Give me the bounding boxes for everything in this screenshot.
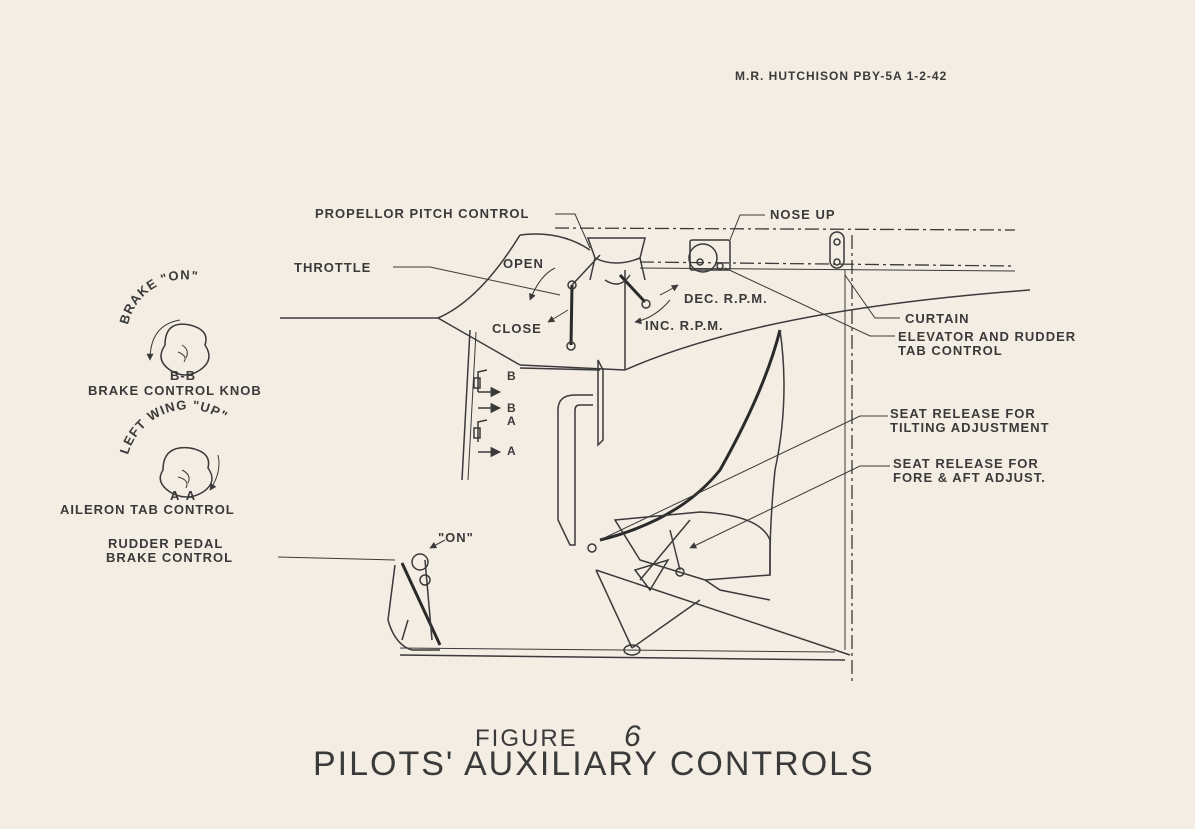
throttle-quadrant xyxy=(529,237,679,351)
inc-rpm-label: INC. R.P.M. xyxy=(645,318,724,333)
aileron-tab-knob xyxy=(159,446,220,498)
seat-fore-aft-label-line2: FORE & AFT ADJUST. xyxy=(893,470,1046,485)
leader-lines xyxy=(277,213,900,561)
tab-control-box xyxy=(688,239,731,273)
section-b-upper-label: B xyxy=(507,369,517,383)
brake-control-knob xyxy=(146,319,210,376)
figure-title: PILOTS' AUXILIARY CONTROLS xyxy=(313,745,875,783)
rudder-pedal-brake xyxy=(387,553,442,651)
section-b-lower-label: B xyxy=(507,401,517,415)
on-label: "ON" xyxy=(438,530,474,545)
brake-control-knob-label: BRAKE CONTROL KNOB xyxy=(88,383,262,398)
section-markers: B B A A xyxy=(473,369,517,458)
curtain-hardware xyxy=(829,231,845,269)
figure-number: 6 xyxy=(624,720,643,753)
rudder-pedal-label-line2: BRAKE CONTROL xyxy=(106,550,233,565)
nose-up-label: NOSE UP xyxy=(770,207,836,222)
throttle-label: THROTTLE xyxy=(294,260,371,275)
curtain-label: CURTAIN xyxy=(905,311,970,326)
seat-fore-aft-label-line1: SEAT RELEASE FOR xyxy=(893,456,1039,471)
figure-word: FIGURE xyxy=(475,725,578,752)
cockpit-structure xyxy=(280,227,1031,685)
rudder-pedal-label-line1: RUDDER PEDAL xyxy=(108,536,223,551)
pilot-seat xyxy=(587,329,851,656)
elevator-rudder-label-line1: ELEVATOR AND RUDDER xyxy=(898,329,1076,344)
section-a-lower-label: A xyxy=(507,444,517,458)
section-bb-label: B-B xyxy=(170,368,196,383)
propeller-pitch-label: PROPELLOR PITCH CONTROL xyxy=(315,206,529,221)
close-label: CLOSE xyxy=(492,321,542,336)
aileron-tab-control-label: AILERON TAB CONTROL xyxy=(60,502,235,517)
author-header: M.R. HUTCHISON PBY-5A 1-2-42 xyxy=(735,69,947,83)
open-label: OPEN xyxy=(503,256,544,271)
elevator-rudder-label-line2: TAB CONTROL xyxy=(898,343,1003,358)
section-aa-label: A-A xyxy=(170,488,196,503)
dec-rpm-label: DEC. R.P.M. xyxy=(684,291,768,306)
control-column xyxy=(557,359,604,546)
brake-on-label: BRAKE "ON" xyxy=(116,267,199,326)
section-a-upper-label: A xyxy=(507,414,517,428)
left-wing-up-label: LEFT WING "UP" xyxy=(117,397,231,456)
seat-tilt-label-line1: SEAT RELEASE FOR xyxy=(890,406,1036,421)
seat-tilt-label-line2: TILTING ADJUSTMENT xyxy=(890,420,1050,435)
